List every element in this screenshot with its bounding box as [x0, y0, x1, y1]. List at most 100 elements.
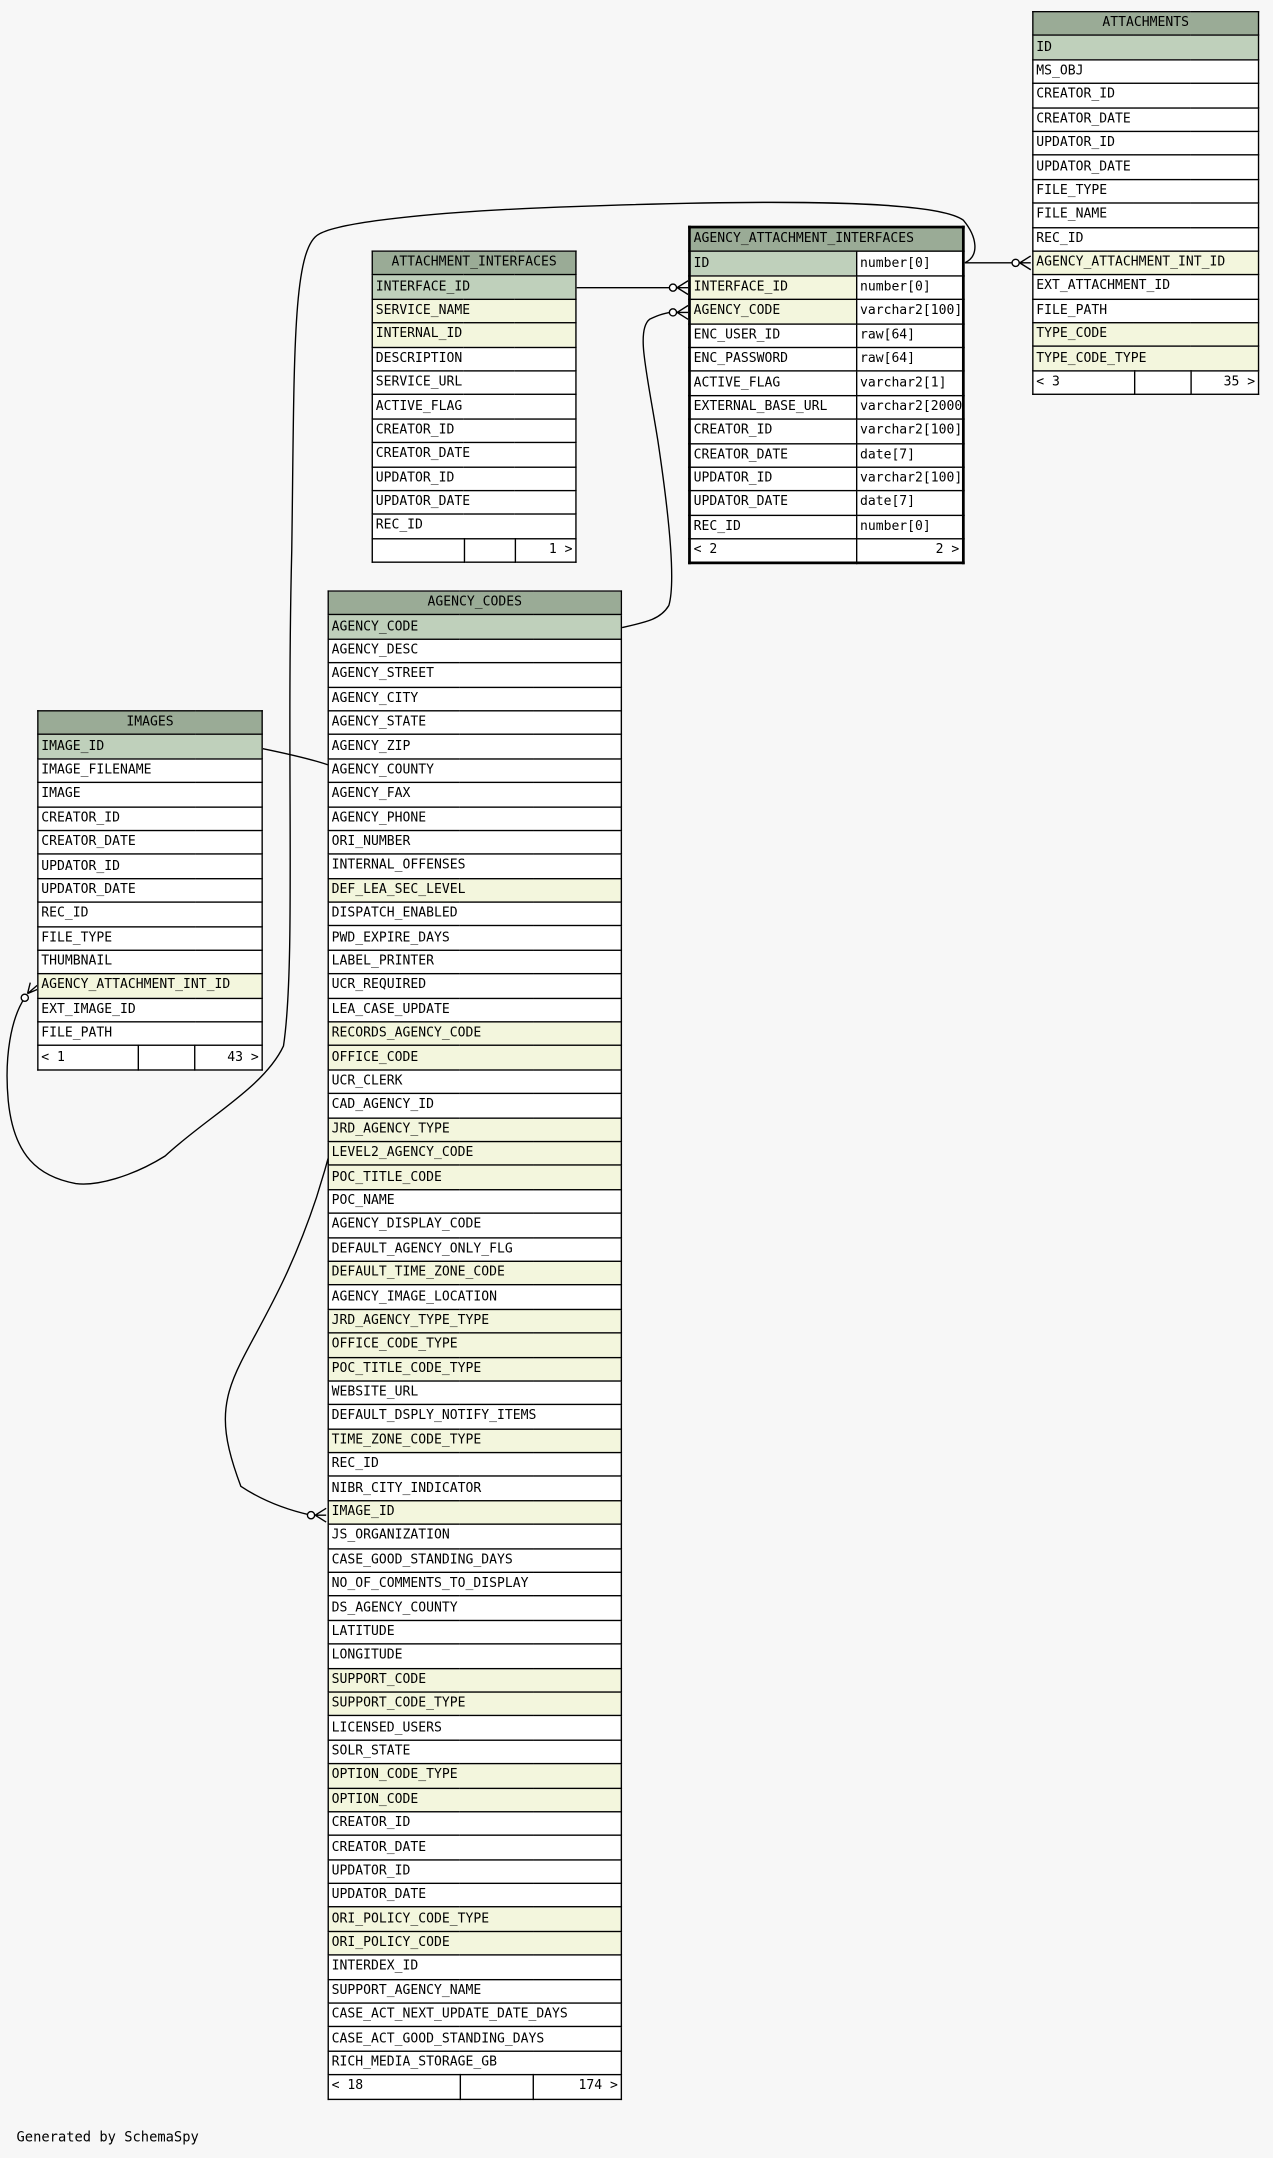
- column-row: EXT_IMAGE_ID: [37, 997, 263, 1023]
- column-row: AGENCY_COUNTY: [327, 757, 623, 784]
- column-row: DESCRIPTION: [371, 346, 577, 372]
- column-name: ID: [1032, 34, 1260, 61]
- column-name: FILE_PATH: [1032, 298, 1260, 324]
- column-name: INTERFACE_ID: [688, 274, 858, 301]
- column-row: CREATOR_ID: [1032, 82, 1260, 109]
- table-header[interactable]: ATTACHMENTS: [1032, 10, 1260, 37]
- column-name: THUMBNAIL: [37, 949, 263, 975]
- link-ac-aai: [621, 311, 673, 629]
- column-name: WEBSITE_URL: [327, 1380, 623, 1406]
- column-row: OFFICE_CODE_TYPE: [327, 1332, 623, 1358]
- column-row: SUPPORT_AGENCY_NAME: [327, 1978, 623, 2004]
- column-name: AGENCY_CODE: [688, 298, 858, 325]
- column-row: AGENCY_DISPLAY_CODE: [327, 1212, 623, 1238]
- column-row: OPTION_CODE: [327, 1787, 623, 1813]
- children-count[interactable]: 35 >: [1190, 369, 1260, 396]
- column-name: ID: [688, 250, 858, 277]
- column-name: ENC_USER_ID: [688, 322, 858, 349]
- link-ai-aai-optional-mark: [668, 283, 678, 292]
- parents-count[interactable]: < 3: [1032, 369, 1136, 396]
- parents-count[interactable]: < 1: [37, 1045, 140, 1071]
- table-footer: 1 >: [371, 537, 577, 563]
- parents-count[interactable]: < 18: [327, 2074, 461, 2100]
- column-row: NO_OF_COMMENTS_TO_DISPLAY: [327, 1571, 623, 1597]
- column-name: CREATOR_ID: [371, 417, 577, 444]
- column-row: SOLR_STATE: [327, 1739, 623, 1765]
- parents-count[interactable]: < 2: [688, 538, 858, 565]
- column-row: OFFICE_CODE: [327, 1045, 623, 1071]
- column-name: FILE_TYPE: [1032, 178, 1260, 204]
- column-name: DEFAULT_TIME_ZONE_CODE: [327, 1260, 623, 1286]
- column-row: UPDATOR_ID: [327, 1858, 623, 1885]
- column-name: INTERNAL_OFFENSES: [327, 853, 623, 879]
- children-count[interactable]: 174 >: [532, 2074, 623, 2100]
- column-type: raw[64]: [855, 346, 965, 373]
- column-row: UPDATOR_ID: [371, 465, 577, 492]
- children-count[interactable]: 1 >: [514, 537, 577, 563]
- column-row: AGENCY_FAX: [327, 781, 623, 808]
- column-name: AGENCY_ZIP: [327, 733, 623, 760]
- column-row: AGENCY_CODE: [327, 614, 623, 640]
- column-row: INTERFACE_ID: [371, 274, 577, 300]
- column-row: SERVICE_NAME: [371, 298, 577, 324]
- footer-spacer: [459, 2074, 535, 2100]
- column-row: OPTION_CODE_TYPE: [327, 1763, 623, 1789]
- column-name: OPTION_CODE_TYPE: [327, 1763, 623, 1789]
- column-row: AGENCY_ATTACHMENT_INT_ID: [37, 973, 263, 999]
- column-name: ORI_POLICY_CODE: [327, 1930, 623, 1956]
- column-row: AGENCY_ATTACHMENT_INT_ID: [1032, 250, 1260, 276]
- children-count[interactable]: 43 >: [194, 1045, 263, 1071]
- column-name: SOLR_STATE: [327, 1739, 623, 1765]
- table-header[interactable]: AGENCY_ATTACHMENT_INTERFACES: [688, 226, 965, 253]
- column-row: REC_ID: [1032, 226, 1260, 252]
- column-row: INTERNAL_ID: [371, 322, 577, 348]
- column-row: INTERDEX_ID: [327, 1954, 623, 1980]
- column-row: UCR_REQUIRED: [327, 973, 623, 999]
- column-row: CREATOR_ID: [327, 1810, 623, 1837]
- column-name: AGENCY_FAX: [327, 781, 623, 808]
- column-row: UPDATOR_DATE: [327, 1882, 623, 1909]
- column-name: NIBR_CITY_INDICATOR: [327, 1475, 623, 1502]
- column-name: CREATOR_DATE: [688, 442, 858, 468]
- column-row: ORI_POLICY_CODE_TYPE: [327, 1906, 623, 1933]
- column-name: DEFAULT_DSPLY_NOTIFY_ITEMS: [327, 1404, 623, 1430]
- column-name: REC_ID: [371, 513, 577, 540]
- column-name: ORI_NUMBER: [327, 829, 623, 856]
- column-name: OFFICE_CODE: [327, 1045, 623, 1071]
- column-row: FILE_TYPE: [1032, 178, 1260, 204]
- column-name: LATITUDE: [327, 1619, 623, 1645]
- column-name: TYPE_CODE: [1032, 322, 1260, 348]
- link-ai-aai-crowsfoot: [676, 280, 689, 296]
- table-header[interactable]: AGENCY_CODES: [327, 590, 623, 616]
- column-name: CREATOR_ID: [37, 805, 263, 832]
- column-row: IMAGE_ID: [37, 734, 263, 760]
- table-header[interactable]: ATTACHMENT_INTERFACES: [371, 250, 577, 276]
- column-row: CASE_GOOD_STANDING_DAYS: [327, 1547, 623, 1574]
- column-name: INTERDEX_ID: [327, 1954, 623, 1980]
- column-name: CREATOR_ID: [327, 1810, 623, 1837]
- column-row: LEVEL2_AGENCY_CODE: [327, 1140, 623, 1167]
- column-row: JRD_AGENCY_TYPE_TYPE: [327, 1308, 623, 1334]
- column-name: UPDATOR_DATE: [1032, 154, 1260, 180]
- column-name: FILE_PATH: [37, 1021, 263, 1047]
- table-header[interactable]: IMAGES: [37, 710, 263, 736]
- parents-count[interactable]: [371, 537, 465, 563]
- column-name: AGENCY_DESC: [327, 638, 623, 664]
- column-name: AGENCY_DISPLAY_CODE: [327, 1212, 623, 1238]
- column-name: UPDATOR_DATE: [371, 489, 577, 516]
- column-row: UPDATOR_DATE: [371, 489, 577, 516]
- column-row: DISPATCH_ENABLED: [327, 901, 623, 927]
- children-count[interactable]: 2 >: [855, 538, 965, 565]
- column-name: EXT_ATTACHMENT_ID: [1032, 274, 1260, 300]
- column-name: AGENCY_ATTACHMENT_INT_ID: [37, 973, 263, 999]
- column-name: LONGITUDE: [327, 1643, 623, 1669]
- column-row: REC_ID: [37, 901, 263, 927]
